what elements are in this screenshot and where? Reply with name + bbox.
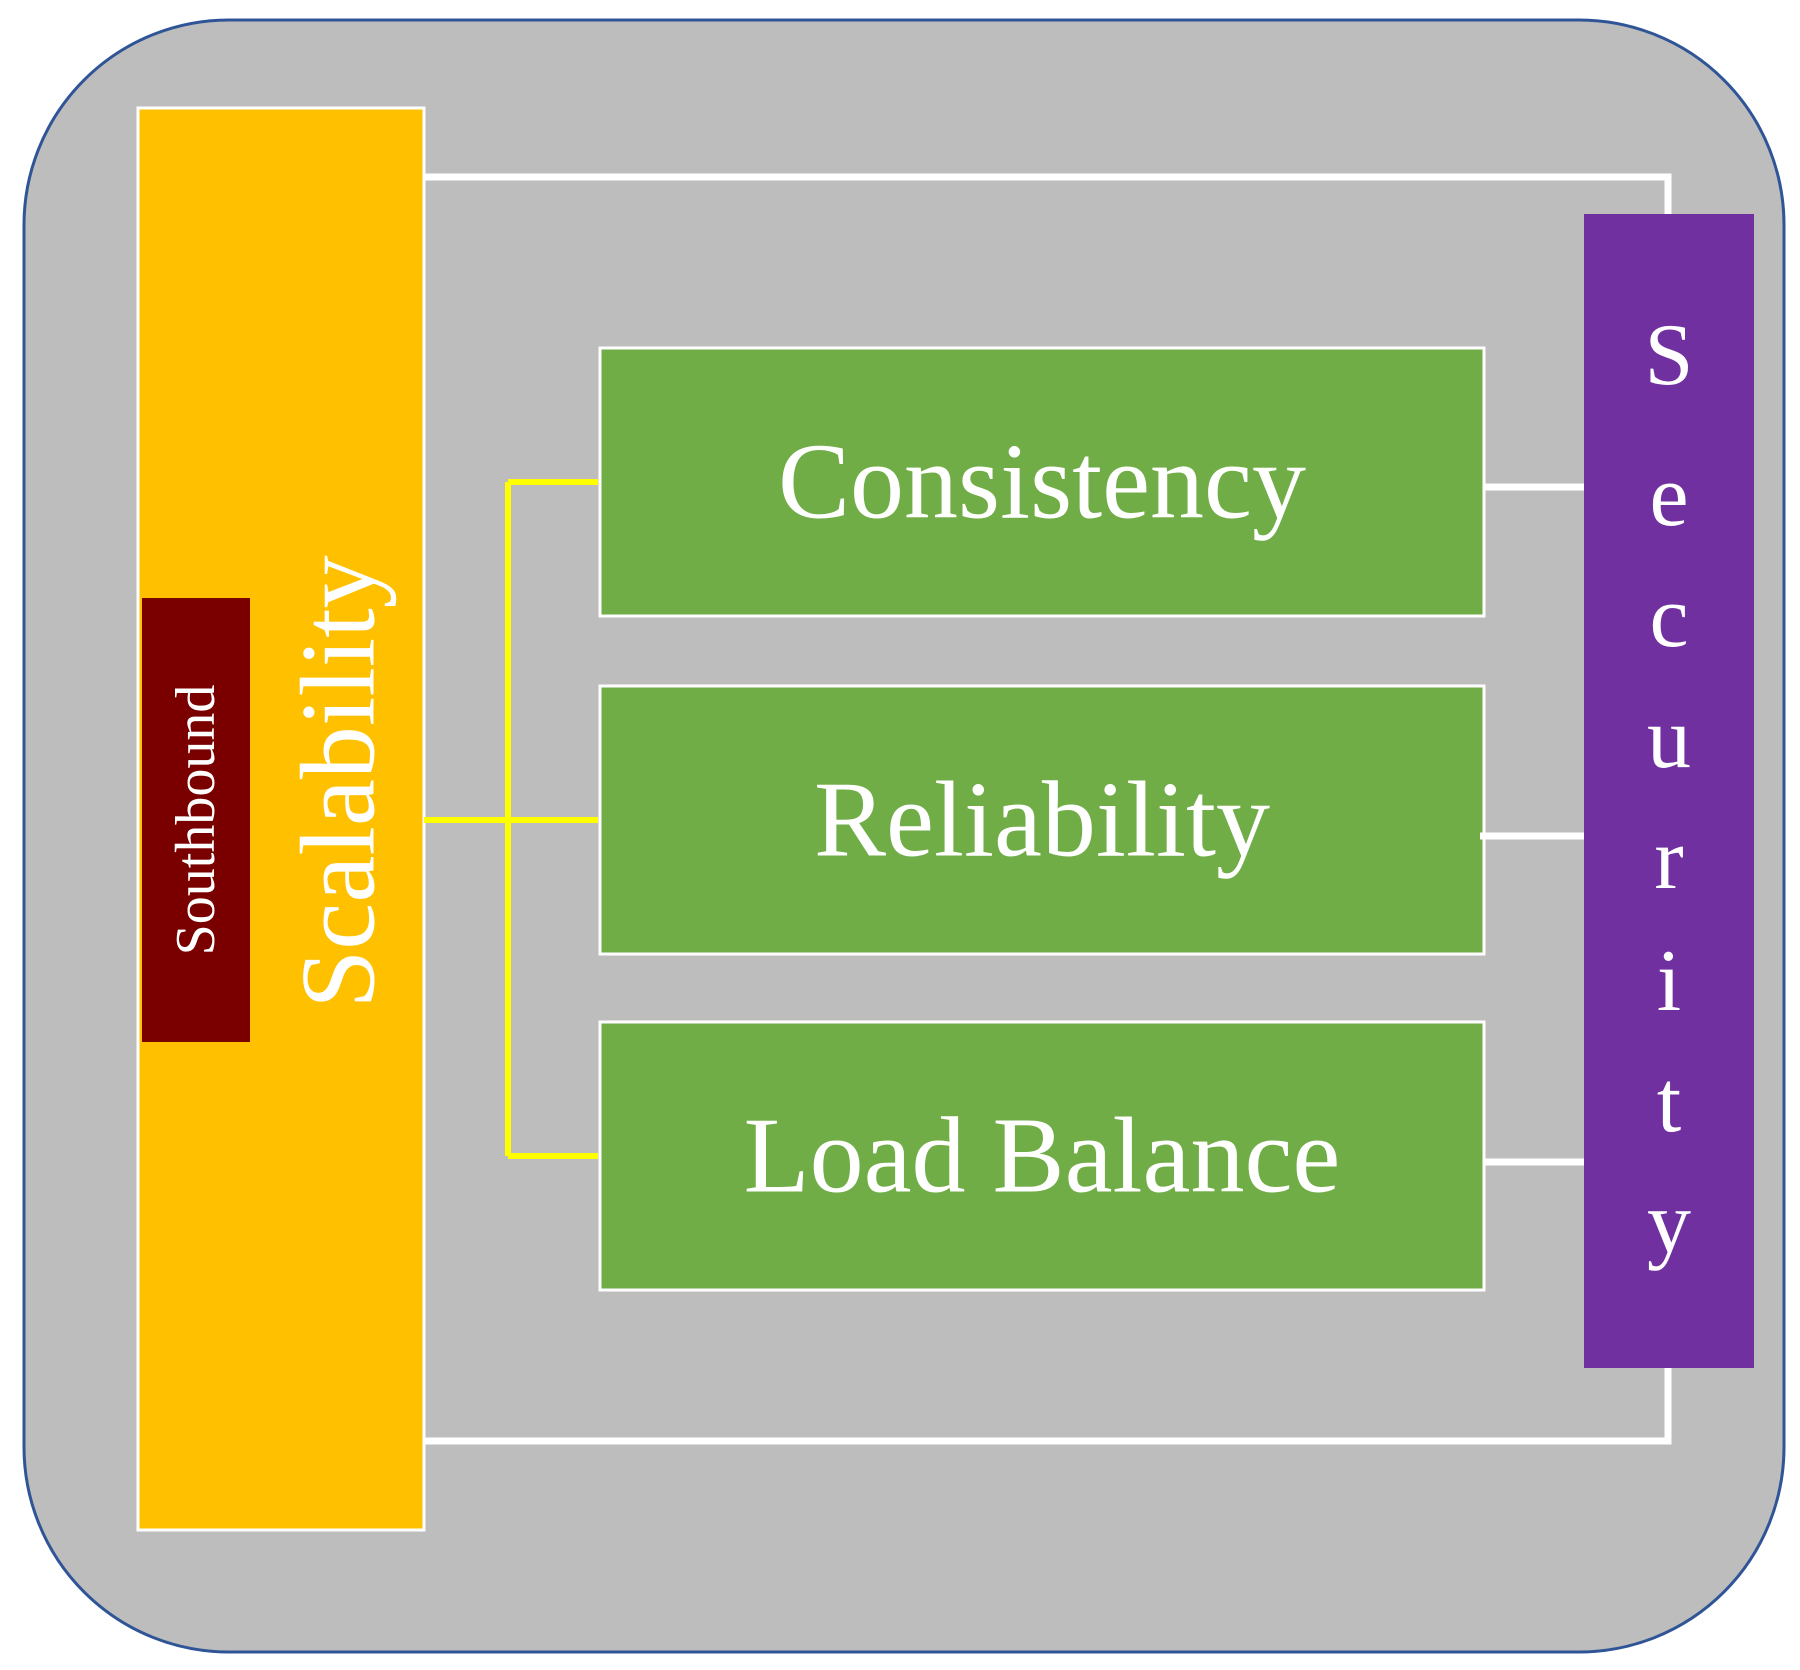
reliability-label: Reliability (814, 761, 1270, 880)
reliability-box (598, 684, 1486, 956)
security-letter: r (1654, 811, 1683, 908)
consistency-label: Consistency (778, 423, 1306, 542)
security-letter: S (1645, 307, 1694, 404)
top-connector (412, 173, 1672, 218)
scalability-label: Scalability (280, 555, 397, 1008)
security-block (1584, 214, 1754, 1368)
southbound-label: Southbound (165, 685, 227, 956)
security-connectors (1480, 483, 1590, 1166)
security-letter: e (1649, 448, 1688, 545)
consistency-box (598, 346, 1486, 618)
bottom-connector (422, 1366, 1672, 1445)
security-letter: t (1657, 1054, 1681, 1151)
security-label: S e c u r i t y (1645, 307, 1694, 1272)
tree-connector (424, 479, 598, 1159)
southbound-tag (142, 598, 250, 1042)
load-balance-label: Load Balance (744, 1097, 1341, 1216)
security-letter: u (1647, 690, 1691, 787)
security-letter: i (1657, 933, 1681, 1030)
security-letter: c (1649, 569, 1688, 666)
security-letter: y (1647, 1175, 1691, 1272)
load-balance-box (598, 1020, 1486, 1292)
